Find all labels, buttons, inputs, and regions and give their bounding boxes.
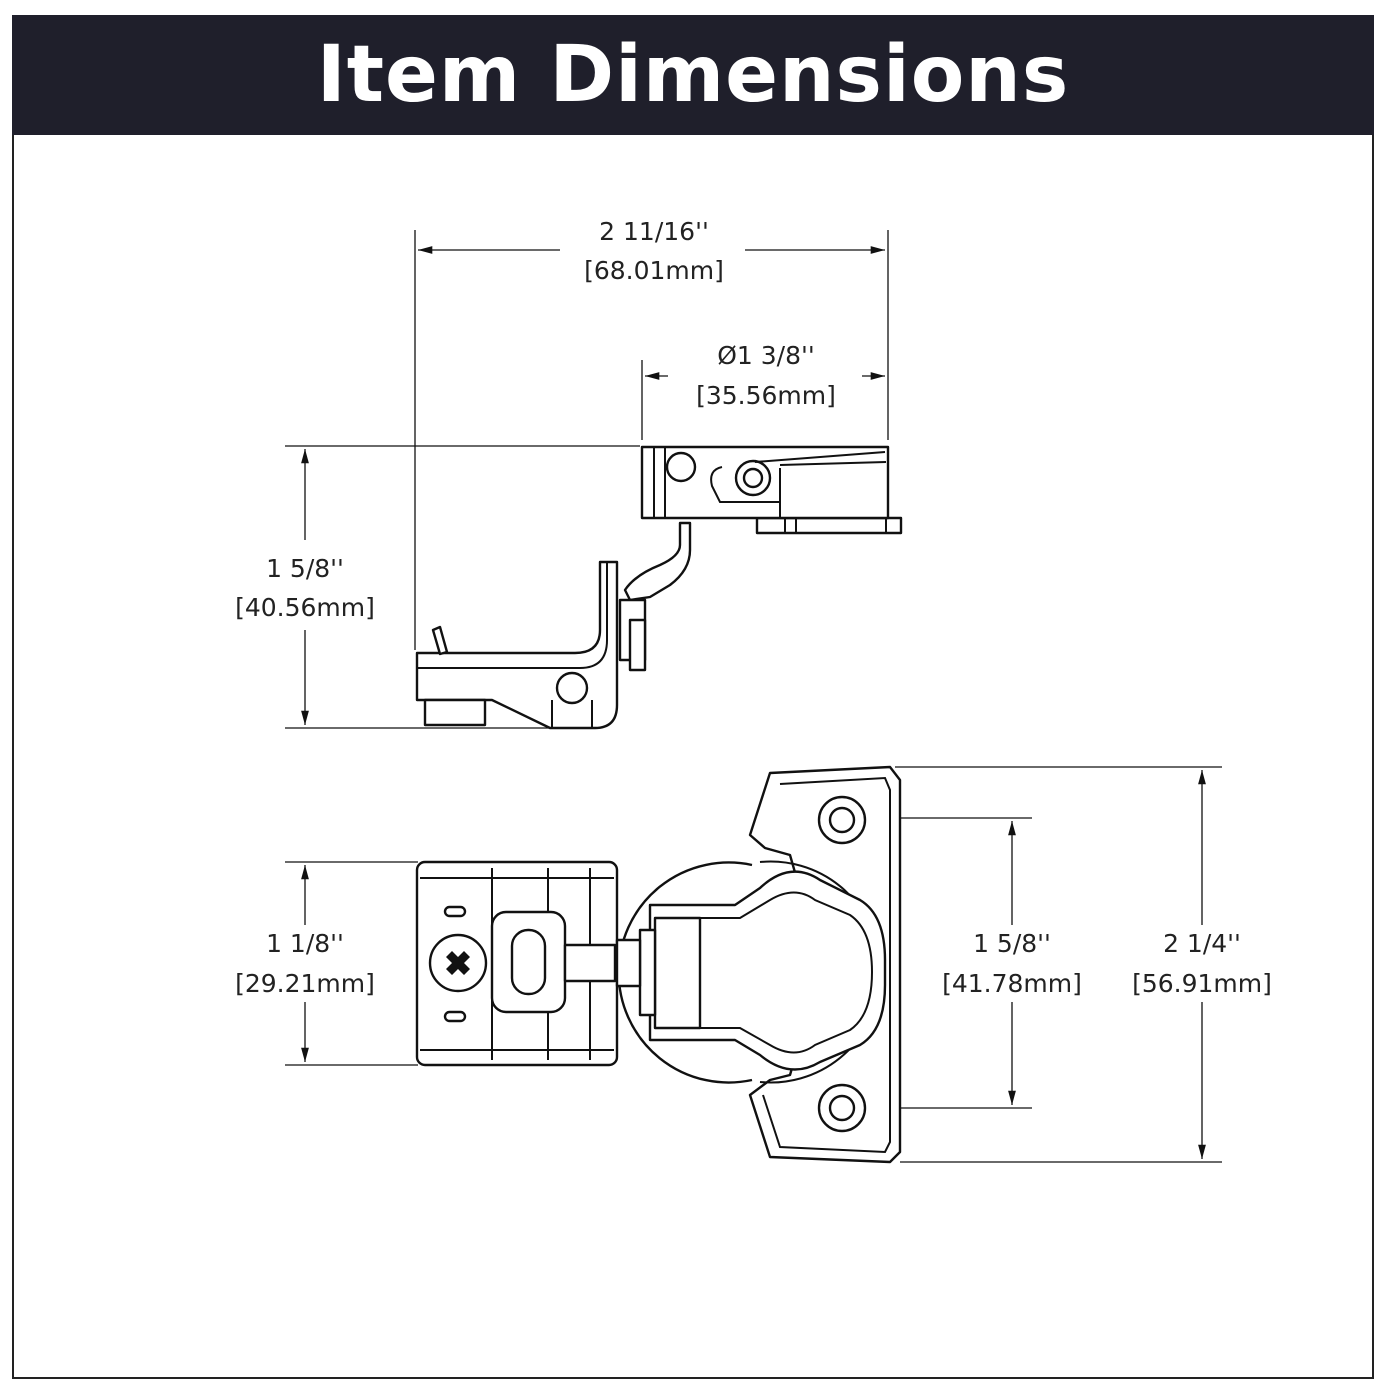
dim-hole-spacing: 1 5/8'' [41.78mm] xyxy=(845,817,1082,1109)
hole-spacing-metric: [41.78mm] xyxy=(942,969,1082,998)
plate-length-metric: [56.91mm] xyxy=(1132,969,1272,998)
side-height-imperial: 1 5/8'' xyxy=(266,554,344,583)
dim-overall-width: 2 11/16'' [68.01mm] xyxy=(414,217,889,650)
hinge-top-view xyxy=(415,765,902,1164)
arm-width-imperial: 1 1/8'' xyxy=(266,929,344,958)
plate-length-imperial: 2 1/4'' xyxy=(1163,929,1241,958)
dim-plate-length: 2 1/4'' [56.91mm] xyxy=(895,766,1272,1163)
dim-arm-width: 1 1/8'' [29.21mm] xyxy=(235,861,418,1066)
screw-icon xyxy=(428,933,488,993)
overall-width-metric: [68.01mm] xyxy=(584,256,724,285)
dim-cup-diameter: Ø1 3/8'' [35.56mm] xyxy=(641,341,885,440)
page-title: Item Dimensions xyxy=(316,30,1070,120)
hinge-side-view xyxy=(415,445,903,730)
overall-width-imperial: 2 11/16'' xyxy=(599,217,709,246)
header-bar: Item Dimensions xyxy=(12,15,1374,135)
cup-diameter-metric: [35.56mm] xyxy=(696,381,836,410)
cup-diameter-imperial: Ø1 3/8'' xyxy=(717,341,815,370)
side-height-metric: [40.56mm] xyxy=(235,593,375,622)
dim-side-height: 1 5/8'' [40.56mm] xyxy=(235,445,640,729)
hole-spacing-imperial: 1 5/8'' xyxy=(973,929,1051,958)
arm-width-metric: [29.21mm] xyxy=(235,969,375,998)
